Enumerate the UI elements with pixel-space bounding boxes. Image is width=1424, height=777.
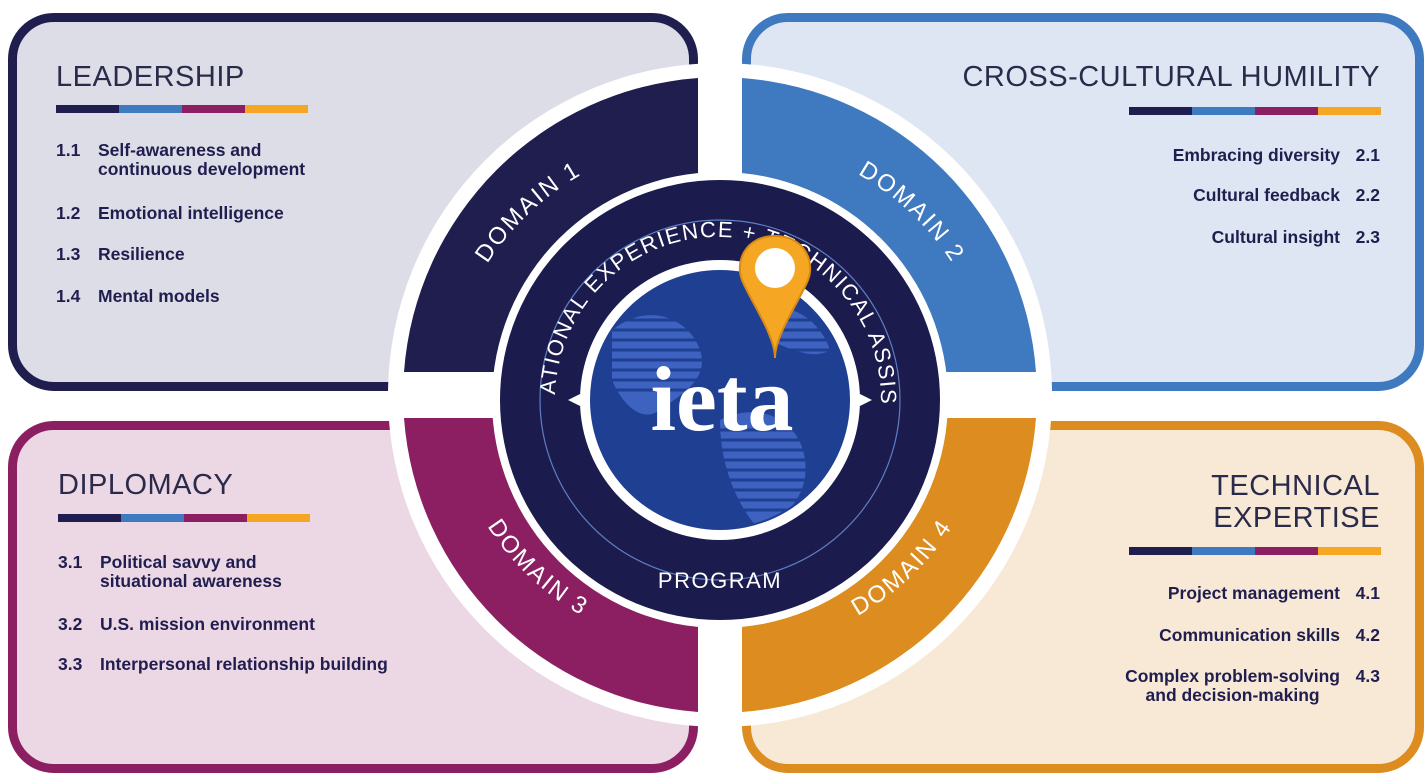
item-number: 4.3 (1355, 666, 1380, 686)
item-text: Mental models (98, 286, 220, 306)
color-rule (56, 105, 308, 113)
ieta-logo: ieta (650, 348, 793, 450)
title-line2: EXPERTISE (1213, 502, 1380, 534)
item-number: 2.2 (1355, 185, 1380, 205)
location-pin-icon (738, 234, 812, 359)
item-number: 4.1 (1355, 583, 1380, 603)
list-item: 1.2 Emotional intelligence (56, 204, 284, 223)
item-number: 2.1 (1355, 145, 1380, 165)
list-item: Communication skills 4.2 (1159, 626, 1380, 645)
list-item: 3.3 Interpersonal relationship building (58, 655, 388, 674)
item-number: 3.1 (58, 552, 83, 572)
item-number: 3.3 (58, 654, 83, 674)
item-text-line2: and decision-making (1145, 685, 1320, 705)
item-text: Interpersonal relationship building (100, 654, 388, 674)
item-text: Communication skills (1159, 625, 1340, 645)
color-rule (58, 514, 310, 522)
item-number: 1.4 (56, 286, 81, 306)
item-text: Political savvy and (100, 552, 257, 572)
title-line1: TECHNICAL (1211, 470, 1380, 502)
list-item: Embracing diversity 2.1 (1173, 146, 1380, 165)
item-number: 2.3 (1355, 227, 1380, 247)
item-text: Self-awareness and (98, 140, 262, 160)
item-number: 1.1 (56, 140, 81, 160)
color-rule (1129, 107, 1381, 115)
cross-cultural-humility-title: CROSS-CULTURAL HUMILITY (962, 61, 1380, 93)
list-item: 1.3 Resilience (56, 245, 185, 264)
item-text-line2: situational awareness (100, 571, 282, 591)
item-number: 3.2 (58, 614, 83, 634)
list-item: 1.4 Mental models (56, 287, 220, 306)
diplomacy-title: DIPLOMACY (58, 469, 234, 501)
list-item: Cultural feedback 2.2 (1193, 186, 1380, 205)
item-text: Embracing diversity (1172, 145, 1340, 165)
emblem-bottom-text: PROGRAM (658, 568, 782, 593)
item-text: Project management (1167, 583, 1340, 603)
item-number: 1.3 (56, 244, 81, 264)
item-text: Cultural insight (1211, 227, 1340, 247)
list-item: Project management 4.1 (1168, 584, 1380, 603)
emblem-inner-ring (539, 219, 901, 581)
color-rule (1129, 547, 1381, 555)
item-text-line2: continuous development (98, 159, 306, 179)
list-item: Cultural insight 2.3 (1212, 228, 1380, 247)
item-text: Cultural feedback (1193, 185, 1340, 205)
item-number: 1.2 (56, 203, 81, 223)
item-text: Resilience (98, 244, 185, 264)
item-text: Complex problem-solving (1125, 666, 1340, 686)
item-text: Emotional intelligence (98, 203, 284, 223)
list-item: 3.2 U.S. mission environment (58, 615, 315, 634)
item-number: 4.2 (1355, 625, 1380, 645)
leadership-title: LEADERSHIP (56, 61, 245, 93)
item-text: U.S. mission environment (100, 614, 315, 634)
